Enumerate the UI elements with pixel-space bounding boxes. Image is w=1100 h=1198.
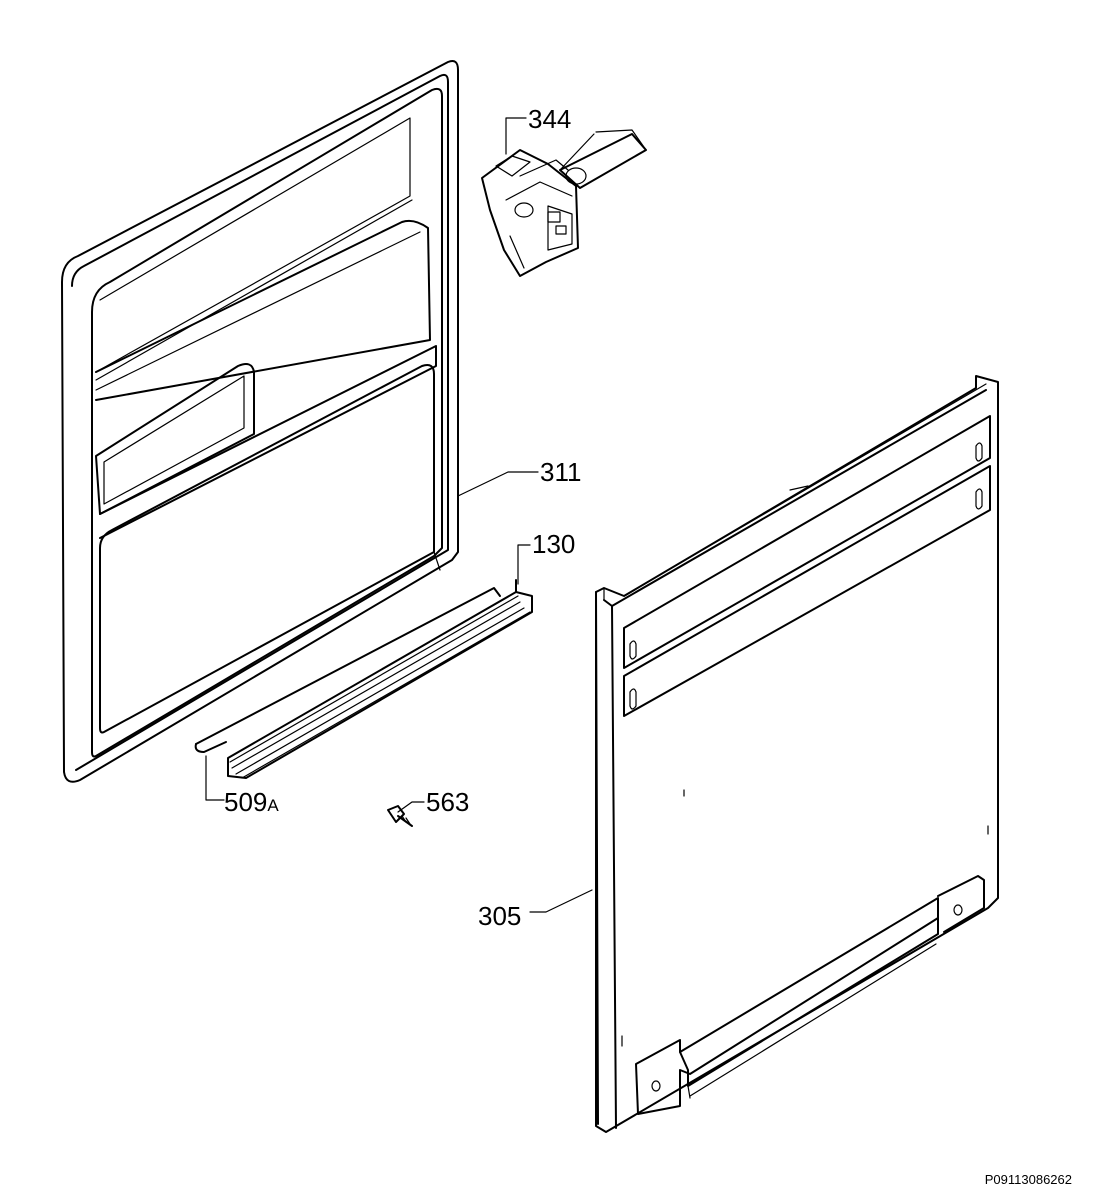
leader-563 bbox=[397, 801, 425, 813]
callout-344: 344 bbox=[528, 104, 571, 134]
callout-311: 311 bbox=[540, 457, 581, 487]
wire-rod-part-509A bbox=[194, 587, 501, 753]
leader-509A bbox=[205, 755, 225, 801]
leader-311 bbox=[457, 471, 539, 497]
outer-door-part-305 bbox=[595, 375, 999, 1133]
drawing-code: P09113086262 bbox=[985, 1172, 1072, 1187]
callout-509A-suffix: A bbox=[267, 796, 279, 815]
callout-305: 305 bbox=[478, 901, 521, 931]
leader-lines bbox=[205, 117, 593, 913]
door-lock-part-344 bbox=[481, 129, 647, 277]
screw-part-563 bbox=[387, 805, 413, 827]
seal-part-130 bbox=[227, 579, 533, 779]
callout-563: 563 bbox=[426, 787, 469, 817]
leader-130 bbox=[517, 544, 531, 585]
callout-509A: 509A bbox=[224, 787, 279, 817]
leader-305 bbox=[529, 889, 593, 913]
callout-130: 130 bbox=[532, 529, 575, 559]
inner-door-part-311 bbox=[61, 60, 459, 783]
leader-344 bbox=[505, 117, 527, 155]
callout-509A-number: 509 bbox=[224, 787, 267, 817]
